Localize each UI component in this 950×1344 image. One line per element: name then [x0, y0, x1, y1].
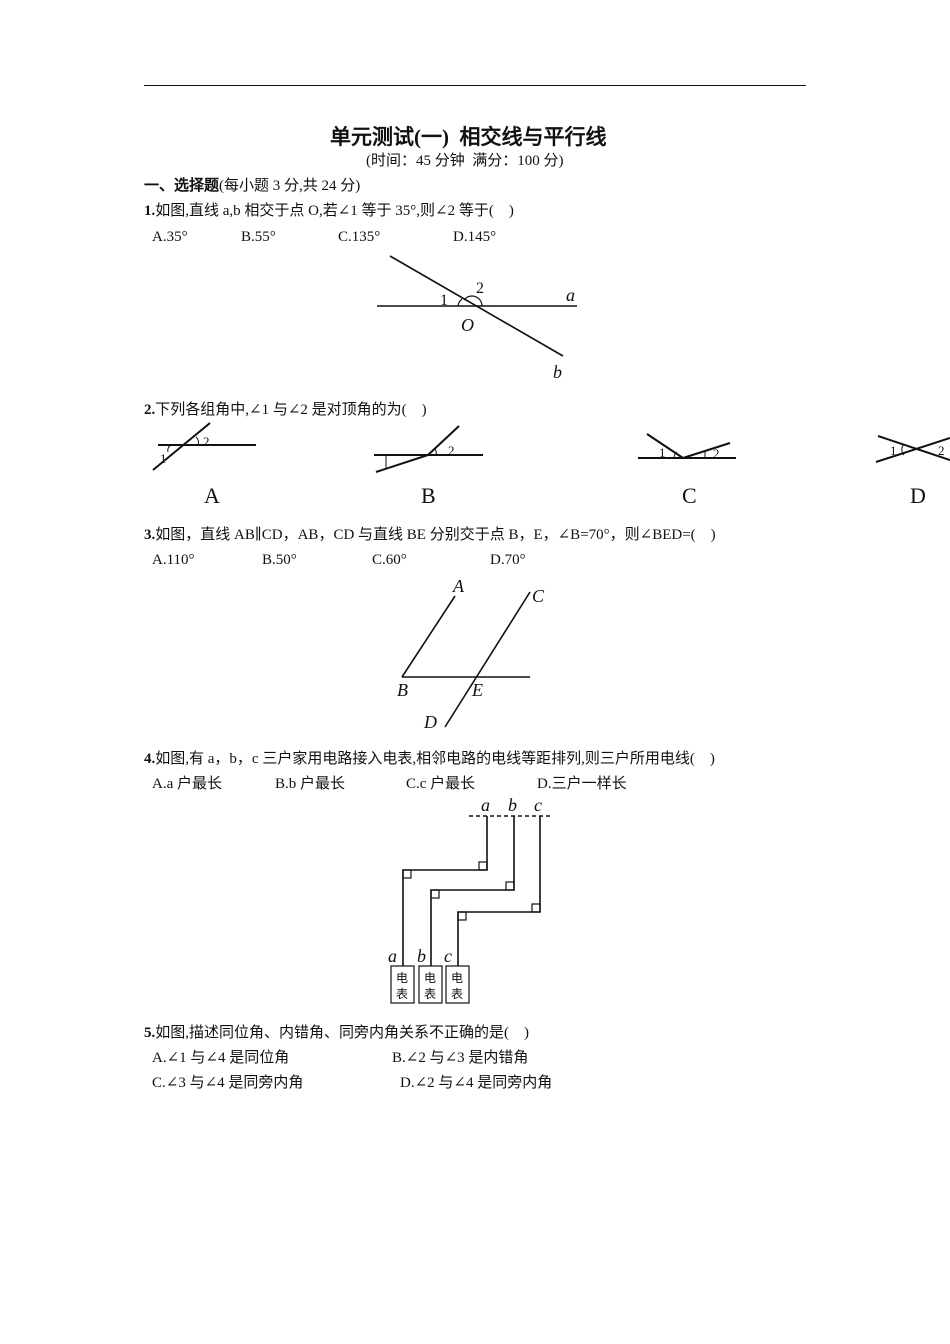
svg-text:表: 表	[396, 987, 408, 1001]
option-c: C.135°	[338, 229, 381, 245]
top-label-a: a	[481, 795, 490, 815]
bottom-label-b: b	[417, 946, 426, 966]
page-title: 单元测试(一) 相交线与平行线	[330, 125, 607, 149]
svg-text:2: 2	[938, 443, 945, 458]
question-stem: 如图，直线 AB∥CD，AB，CD 与直线 BE 分别交于点 B，E，∠B=70…	[155, 527, 716, 543]
option-d-label: D	[910, 483, 926, 508]
point-a-label: A	[452, 576, 465, 596]
top-label-c: c	[534, 795, 542, 815]
figure-2-option-d: 1 2	[875, 435, 950, 463]
header-rule	[144, 85, 806, 86]
svg-text:2: 2	[713, 446, 720, 461]
question-5: 5.如图,描述同位角、内错角、同旁内角关系不正确的是( )	[144, 1024, 529, 1042]
question-number: 4.	[144, 751, 156, 767]
page-subtitle: (时间：45 分钟 满分：100 分)	[366, 153, 564, 169]
option-a: A.∠1 与∠4 是同位角	[152, 1050, 290, 1066]
top-label-b: b	[508, 795, 517, 815]
section-title: 一、选择题	[144, 178, 220, 194]
option-b-label: B	[421, 483, 436, 508]
figure-2-option-c: 1 2	[638, 433, 736, 461]
figure-2-option-b: 2	[374, 425, 483, 473]
angle-1-label: 1	[440, 292, 448, 309]
option-b: B.b 户最长	[275, 776, 346, 792]
bottom-label-c: c	[444, 946, 452, 966]
angle-2-label: 2	[476, 280, 484, 297]
point-c-label: C	[532, 586, 545, 606]
figure-4-circuit: a b c a b c 电 表 电 表 电 表	[388, 795, 552, 1004]
question-stem: 下列各组角中,∠1 与∠2 是对顶角的为( )	[155, 402, 427, 418]
question-1: 1.如图,直线 a,b 相交于点 O,若∠1 等于 35°,则∠2 等于( )	[144, 202, 514, 220]
option-d: D.70°	[490, 552, 526, 568]
figure-2-option-a: 1 2	[152, 422, 256, 471]
meter-a-label: 电	[396, 971, 408, 985]
svg-text:表: 表	[424, 987, 436, 1001]
question-stem: 如图,直线 a,b 相交于点 O,若∠1 等于 35°,则∠2 等于( )	[155, 203, 514, 219]
option-d: D.145°	[453, 229, 497, 245]
figure-2-angle-options: 1 2 2 1 2 1 2 A B C D	[152, 422, 950, 508]
option-d: D.三户一样长	[537, 776, 627, 792]
svg-text:1: 1	[659, 445, 666, 460]
bottom-label-a: a	[388, 946, 397, 966]
line-b-label: b	[553, 362, 562, 382]
option-a: A.a 户最长	[152, 776, 222, 792]
point-o-label: O	[461, 315, 474, 335]
question-stem: 如图,有 a，b，c 三户家用电路接入电表,相邻电路的电线等距排列,则三户所用电…	[155, 751, 715, 767]
meter-c-label: 电	[451, 971, 463, 985]
question-number: 2.	[144, 402, 156, 418]
question-3: 3.如图，直线 AB∥CD，AB，CD 与直线 BE 分别交于点 B，E，∠B=…	[144, 526, 716, 544]
option-b: B.55°	[241, 229, 276, 245]
section-note: (每小题 3 分,共 24 分)	[219, 178, 361, 194]
section-heading: 一、选择题(每小题 3 分,共 24 分)	[144, 177, 360, 195]
figure-1-intersecting-lines: 1 2 a O b	[377, 255, 577, 382]
question-number: 5.	[144, 1025, 156, 1041]
svg-text:1: 1	[160, 451, 167, 466]
question-number: 3.	[144, 527, 156, 543]
point-e-label: E	[471, 680, 483, 700]
option-a: A.35°	[152, 229, 188, 245]
option-a-label: A	[204, 483, 220, 508]
option-c: C.∠3 与∠4 是同旁内角	[152, 1075, 304, 1091]
svg-text:2: 2	[448, 443, 455, 458]
option-d: D.∠2 与∠4 是同旁内角	[400, 1075, 553, 1091]
question-4: 4.如图,有 a，b，c 三户家用电路接入电表,相邻电路的电线等距排列,则三户所…	[144, 750, 715, 768]
option-c: C.c 户最长	[406, 776, 476, 792]
option-b: B.∠2 与∠3 是内错角	[392, 1050, 529, 1066]
question-stem: 如图,描述同位角、内错角、同旁内角关系不正确的是( )	[155, 1025, 529, 1041]
question-number: 1.	[144, 203, 156, 219]
svg-text:2: 2	[203, 434, 210, 449]
svg-text:1: 1	[890, 443, 897, 458]
meter-b-label: 电	[424, 971, 436, 985]
option-a: A.110°	[152, 552, 195, 568]
figure-3-parallel-lines: A C B E D	[397, 576, 545, 732]
option-c-label: C	[682, 483, 697, 508]
point-b-label: B	[397, 680, 408, 700]
point-d-label: D	[423, 712, 437, 732]
option-b: B.50°	[262, 552, 297, 568]
question-2: 2.下列各组角中,∠1 与∠2 是对顶角的为( )	[144, 401, 427, 419]
line-a-label: a	[566, 285, 575, 305]
option-c: C.60°	[372, 552, 407, 568]
svg-text:表: 表	[451, 987, 463, 1001]
